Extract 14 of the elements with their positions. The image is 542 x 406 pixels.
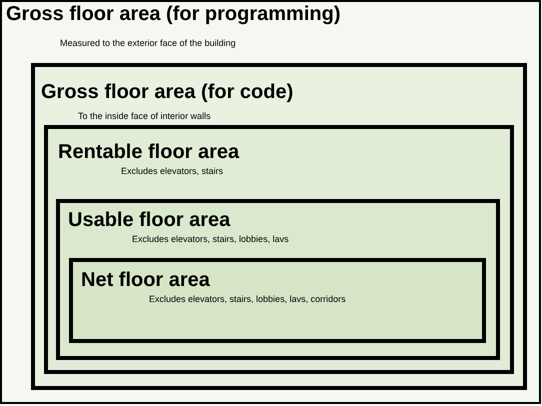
area-description: Excludes elevators, stairs, lobbies, lavs, corridors <box>149 294 346 305</box>
area-box <box>69 258 486 343</box>
area-title: Gross floor area (for programming) <box>6 2 340 26</box>
area-box <box>56 199 500 360</box>
area-title: Gross floor area (for code) <box>41 80 294 104</box>
area-description: Excludes elevators, stairs <box>121 166 224 177</box>
area-title: Rentable floor area <box>58 140 240 164</box>
area-box <box>31 63 527 390</box>
area-description: To the inside face of interior walls <box>78 111 211 122</box>
area-box <box>44 125 514 374</box>
area-title: Net floor area <box>81 268 210 292</box>
area-description: Measured to the exterior face of the building <box>60 38 236 49</box>
area-description: Excludes elevators, stairs, lobbies, lavs <box>132 234 289 245</box>
area-title: Usable floor area <box>68 208 230 232</box>
